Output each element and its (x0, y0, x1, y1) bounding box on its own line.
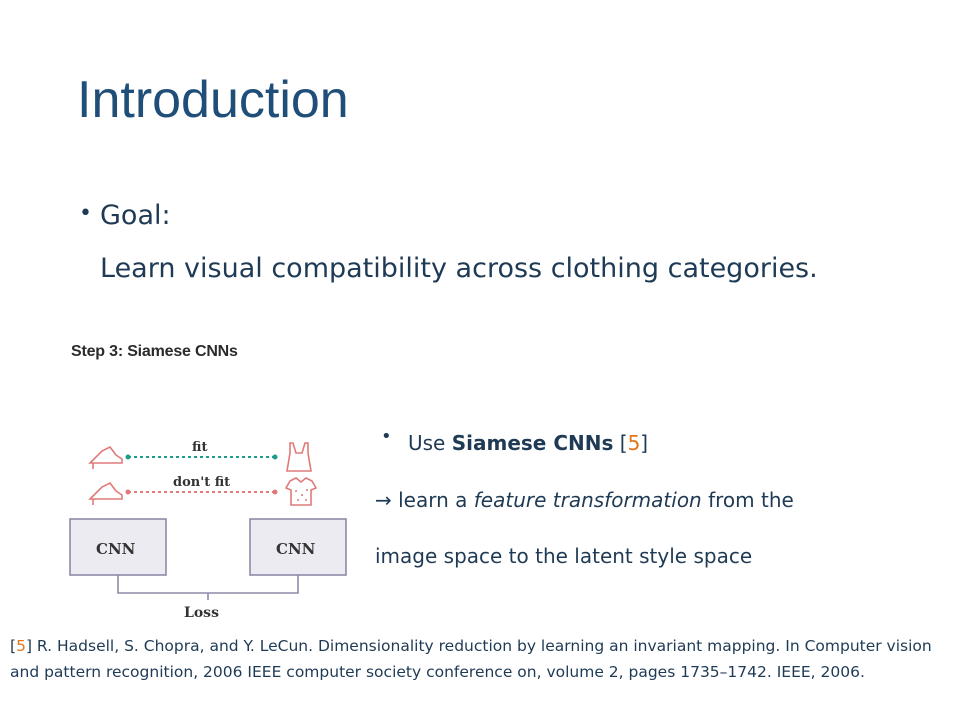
loss-bracket (117, 575, 299, 594)
left-cnn-label: CNN (96, 540, 136, 558)
goal-bullet: • (79, 201, 92, 226)
slide-title: Introduction (77, 71, 349, 129)
citation-bracket-close: ] (640, 431, 649, 455)
right-cnn-label: CNN (276, 540, 316, 558)
feature-transformation-italic: feature transformation (473, 488, 702, 512)
siamese-cnn-diagram: fit don't fit CNN CNN Loss (69, 440, 347, 621)
goal-label: Goal: (100, 200, 171, 231)
right-arrow-icon: → (375, 488, 392, 512)
high-heel-shoe-icon (88, 481, 123, 505)
t-shirt-icon (284, 477, 318, 506)
siamese-bullet: • (381, 426, 392, 447)
fit-label: fit (192, 440, 207, 455)
transform-text: → learn a feature transformation from th… (375, 488, 794, 512)
siamese-cnn-figure: fit don't fit CNN CNN Loss (60, 425, 350, 635)
loss-label: Loss (184, 605, 219, 621)
reference-footnote: [5] R. Hadsell, S. Chopra, and Y. LeCun.… (10, 637, 932, 681)
citation-bracket-open: [ (619, 431, 628, 455)
left-cnn-box (69, 518, 167, 576)
siamese-prefix: Use (408, 431, 452, 455)
siamese-cnns-bold: Siamese CNNs (451, 431, 614, 455)
reference-citation-number: 5 (16, 637, 26, 655)
citation-link: 5 (627, 431, 641, 455)
siamese-bullet-text: Use Siamese CNNs [5] (408, 428, 648, 458)
tank-top-icon (286, 442, 312, 472)
goal-text: Learn visual compatibility across clothi… (100, 253, 818, 284)
dont-fit-label: don't fit (173, 475, 230, 490)
latent-space-text: image space to the latent style space (375, 544, 753, 568)
reference-text: R. Hadsell, S. Chopra, and Y. LeCun. Dim… (10, 637, 932, 681)
high-heel-shoe-icon (88, 445, 123, 469)
figure-step-heading: Step 3: Siamese CNNs (71, 343, 238, 360)
